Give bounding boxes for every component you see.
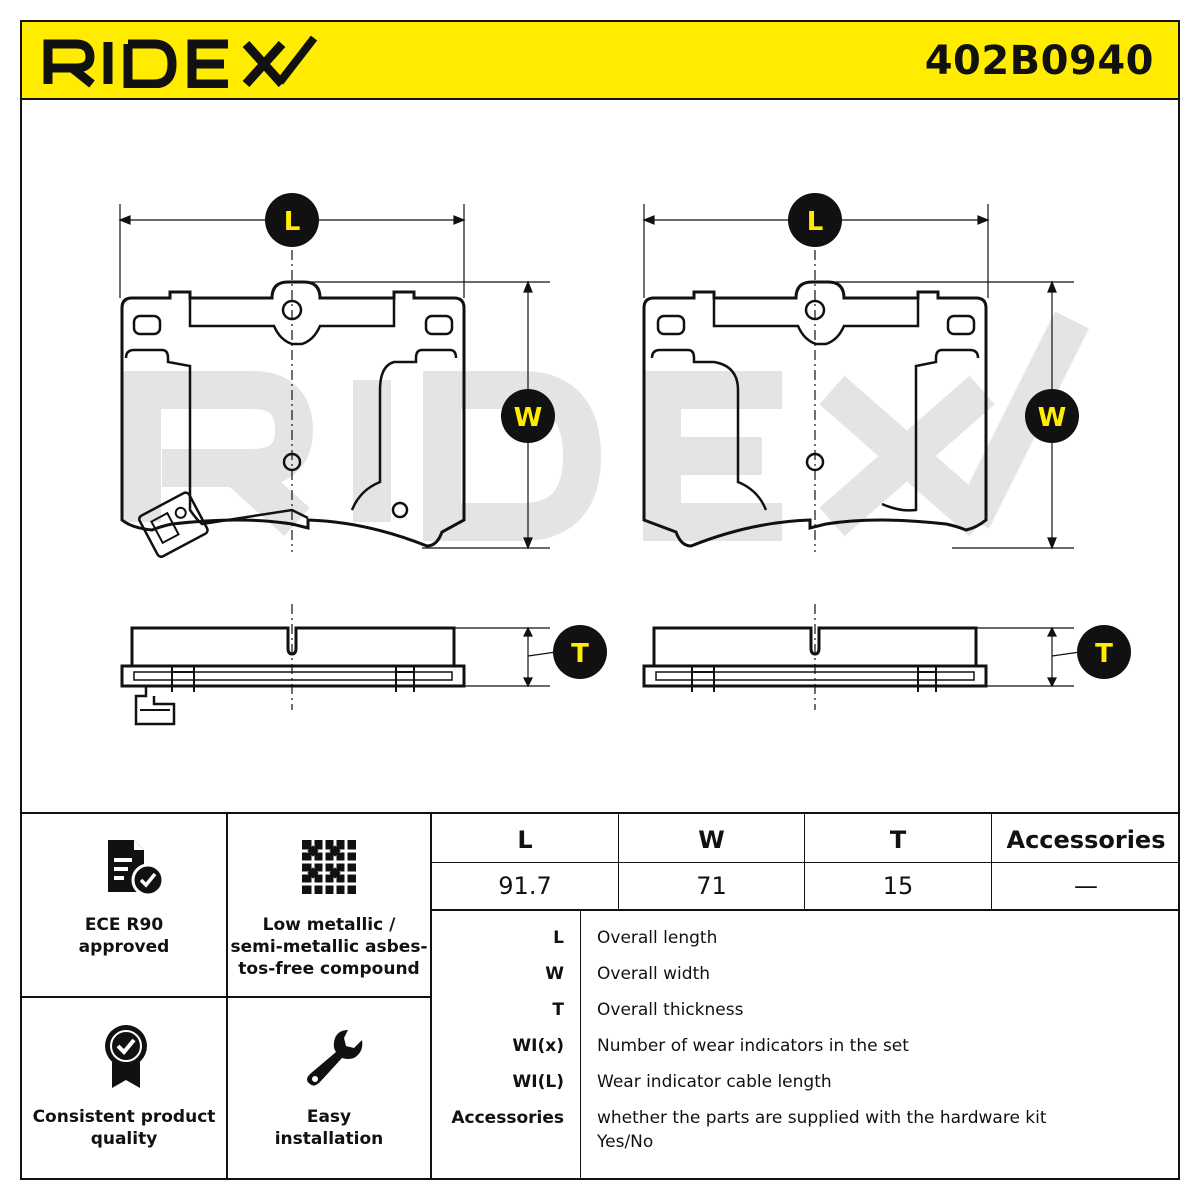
- legend-key-l: L: [553, 928, 564, 948]
- dim-label-width-right: W: [1038, 403, 1067, 433]
- dim-badge-thickness-right: [1077, 625, 1131, 679]
- technical-drawing: L W L W: [118, 193, 1131, 726]
- dim-label-thickness-left: T: [571, 639, 589, 669]
- feature-quality: Consistent product quality: [22, 998, 226, 1180]
- feature-label-install-1: Easy: [306, 1107, 352, 1127]
- dim-label-length-left: L: [284, 207, 301, 237]
- brake-pad-left-side: [120, 626, 466, 726]
- legend-desc-t: Overall thickness: [597, 1000, 744, 1020]
- legend-desc-wil: Wear indicator cable length: [597, 1072, 832, 1092]
- legend-desc-accessories-1: whether the parts are supplied with the …: [597, 1108, 1047, 1128]
- thickness-dims-left: [291, 604, 557, 710]
- legend-desc-l: Overall length: [597, 928, 718, 948]
- dim-badge-width-left: [501, 389, 555, 443]
- section-divider: [20, 812, 1180, 814]
- wear-indicator-clip: [138, 491, 209, 558]
- part-number: 402B0940: [924, 38, 1154, 84]
- spec-value-t: 15: [882, 872, 914, 900]
- brake-pad-left-front: [120, 280, 466, 558]
- dim-badge-width-right: [1025, 389, 1079, 443]
- feature-divider-h: [20, 996, 432, 998]
- ridex-logo: [43, 36, 318, 88]
- dim-label-length-right: L: [807, 207, 824, 237]
- dim-badge-length-left: [265, 193, 319, 247]
- spec-col-divider-3: [991, 814, 992, 909]
- feature-label-compound-2: semi-metallic asbes-: [230, 937, 428, 957]
- document-check-icon: [108, 840, 164, 896]
- brake-pad-right-front: [642, 280, 988, 548]
- legend-desc-wix: Number of wear indicators in the set: [597, 1036, 909, 1056]
- legend-desc-accessories-2: Yes/No: [597, 1132, 654, 1152]
- spec-col-divider-1: [618, 814, 619, 909]
- legend-key-accessories: Accessories: [451, 1108, 564, 1128]
- feature-ece-approved: ECE R90 approved: [22, 814, 226, 996]
- dim-label-width-left: W: [514, 403, 543, 433]
- legend-key-wil: WI(L): [512, 1072, 564, 1092]
- compound-grid-icon: [302, 840, 356, 894]
- legend-desc-w: Overall width: [597, 964, 711, 984]
- header-bar: 402B0940: [20, 20, 1180, 100]
- legend-key-w: W: [545, 964, 564, 984]
- ridex-watermark: [123, 311, 1089, 541]
- dim-label-thickness-right: T: [1095, 639, 1113, 669]
- feature-label-ece-1: ECE R90: [84, 915, 164, 935]
- legend-divider: [580, 911, 581, 1180]
- spec-header-accessories: Accessories: [1006, 826, 1166, 854]
- spec-value-w: 71: [696, 872, 727, 900]
- dim-badge-thickness-left: [553, 625, 607, 679]
- feature-label-compound-3: tos-free compound: [238, 959, 420, 979]
- feature-label-quality-1: Consistent product: [32, 1107, 216, 1127]
- spec-value-l: 91.7: [498, 872, 552, 900]
- feature-compound: Low metallic / semi-metallic asbes- tos-…: [228, 814, 430, 996]
- quality-badge-icon: [105, 1025, 147, 1088]
- spec-col-divider-2: [804, 814, 805, 909]
- wrench-icon: [307, 1030, 363, 1086]
- feature-installation: Easy installation: [228, 998, 430, 1180]
- legend-key-t: T: [552, 1000, 564, 1020]
- spec-header-w: W: [698, 826, 725, 854]
- legend-key-wix: WI(x): [512, 1036, 564, 1056]
- feature-label-install-2: installation: [274, 1129, 384, 1149]
- spec-header-t: T: [889, 826, 907, 854]
- spec-header-divider: [432, 862, 1180, 863]
- spec-header-l: L: [517, 826, 533, 854]
- thickness-dims-right: [814, 604, 1081, 710]
- spec-table-bottom: [432, 909, 1180, 911]
- feature-label-ece-2: approved: [78, 937, 170, 957]
- spec-value-accessories: —: [1074, 872, 1098, 900]
- dim-badge-length-right: [788, 193, 842, 247]
- feature-label-compound-1: Low metallic /: [262, 915, 396, 935]
- feature-label-quality-2: quality: [90, 1129, 158, 1149]
